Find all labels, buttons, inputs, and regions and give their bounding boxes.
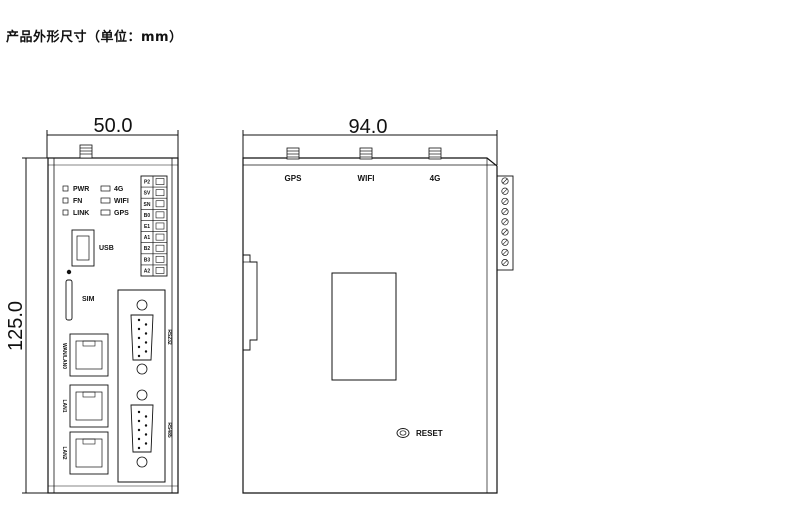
led-label-fn: FN <box>73 198 82 205</box>
terminal-pin-label: A2 <box>144 268 151 274</box>
pin <box>144 415 148 418</box>
screw-icon <box>501 238 509 246</box>
terminal-slot <box>155 200 165 208</box>
terminal-screws <box>496 175 514 271</box>
led-label-gps: GPS <box>114 210 129 217</box>
antenna-label-wifi: WIFI <box>358 174 375 183</box>
pin <box>137 437 141 441</box>
terminal-slot <box>155 222 165 230</box>
antenna-connector-icon <box>286 147 300 160</box>
screw-icon <box>501 197 509 205</box>
led-label-4g: 4G <box>114 186 124 193</box>
port-label-wan-lan0: WAN/LAN0 <box>61 343 67 369</box>
screw-icon <box>501 218 509 226</box>
side-width-label: 94.0 <box>349 116 388 138</box>
screw-icon <box>501 208 509 216</box>
serial-ports: RS232 RS485 <box>117 289 172 483</box>
pin <box>137 345 141 349</box>
terminal-pin-label: SV <box>144 191 151 197</box>
pin <box>137 354 141 358</box>
pin <box>137 318 141 322</box>
pin <box>144 350 148 353</box>
usb-label: USB <box>99 245 114 252</box>
db9-connector-icon <box>130 299 154 375</box>
terminal-pin-label: SN <box>144 202 151 208</box>
ethernet-port-icon <box>69 384 109 428</box>
led-label-pwr: PWR <box>73 186 89 193</box>
pin <box>137 419 141 423</box>
terminal-pin-label: A1 <box>144 235 151 241</box>
pin <box>137 410 141 414</box>
terminal-pin-label: E1 <box>144 224 150 230</box>
height-label: 125.0 <box>5 301 27 351</box>
pin <box>137 336 141 340</box>
led-label-wifi: WIFI <box>114 198 129 205</box>
pin <box>144 341 148 344</box>
page-title: 产品外形尺寸（单位：mm） <box>6 30 183 45</box>
side-width-dimension: 94.0 <box>242 116 498 165</box>
pin <box>137 327 141 331</box>
terminal-pin-label: B0 <box>144 213 151 219</box>
ethernet-ports: WAN/LAN0 LAN1 LAN2 <box>61 333 109 475</box>
screw-icon <box>501 259 509 267</box>
antenna-connector-icon <box>428 147 442 160</box>
pin <box>144 433 148 436</box>
height-dimension: 125.0 <box>5 157 48 494</box>
sim-slot-icon: SIM <box>65 269 95 321</box>
pin <box>144 332 148 335</box>
pin <box>137 446 141 450</box>
screw-icon <box>501 248 509 256</box>
terminal-slot <box>155 267 165 274</box>
terminal-slot <box>155 178 165 185</box>
terminal-pin-label: B2 <box>144 246 151 252</box>
terminal-slot <box>155 244 165 252</box>
terminal-slot <box>155 255 165 263</box>
db9-connector-icon <box>130 389 154 468</box>
terminal-pin-label: B3 <box>144 257 151 263</box>
sim-label: SIM <box>82 296 95 303</box>
antenna-connector-icon <box>79 144 93 159</box>
terminal-pin-label: P2 <box>144 180 150 186</box>
reset-label: RESET <box>416 429 443 438</box>
ethernet-port-icon <box>69 431 109 475</box>
pin <box>144 442 148 445</box>
pin <box>144 424 148 427</box>
reset-button-icon <box>396 428 410 438</box>
screw-icon <box>501 177 509 185</box>
terminal-slot <box>155 233 165 241</box>
port-label-lan2: LAN2 <box>61 446 67 459</box>
antenna-connector-icon <box>359 147 373 160</box>
screw-icon <box>501 187 509 195</box>
front-width-dimension: 50.0 <box>46 115 179 158</box>
serial-label-rs485: RS485 <box>166 422 172 438</box>
side-view: GPS WIFI 4G RESET <box>242 147 514 494</box>
led-label-link: LINK <box>73 210 89 217</box>
screw-icon <box>501 228 509 236</box>
led-indicators: PWR FN LINK 4G WIFI GPS <box>62 185 129 217</box>
terminal-slot <box>155 189 165 197</box>
antenna-label-4g: 4G <box>430 174 441 183</box>
port-label-lan1: LAN1 <box>61 399 67 412</box>
pin <box>137 428 141 432</box>
serial-label-rs232: RS232 <box>166 329 172 345</box>
usb-port-icon: USB <box>71 229 114 267</box>
ethernet-port-icon <box>69 333 109 377</box>
antenna-label-gps: GPS <box>285 174 303 183</box>
pin <box>144 323 148 326</box>
terminal-slot <box>155 211 165 219</box>
front-width-label: 50.0 <box>94 115 133 137</box>
